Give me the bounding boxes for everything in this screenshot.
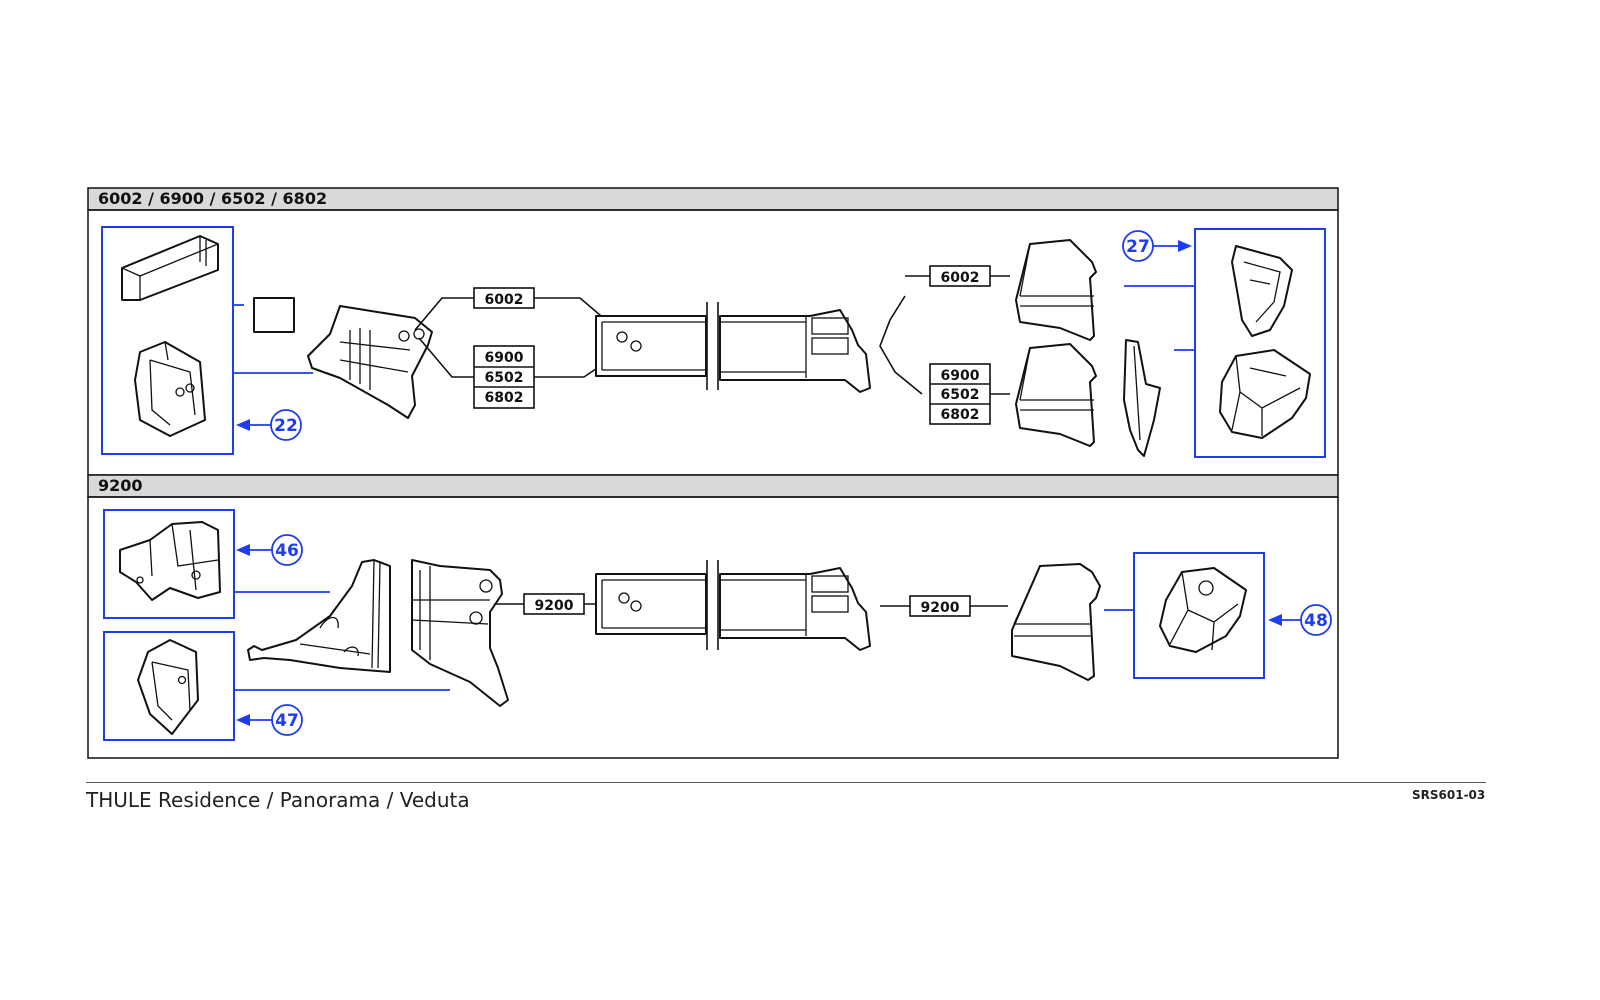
svg-text:47: 47 (275, 711, 299, 731)
accessory-box-47 (103, 631, 235, 741)
foot-bracket-9200-part (137, 639, 199, 735)
foot-cover-part (1219, 349, 1311, 439)
section-header-2: 9200 (98, 476, 143, 495)
accessory-box-48 (1133, 552, 1265, 679)
svg-text:46: 46 (275, 541, 299, 561)
callout-22: 22 (236, 409, 302, 441)
fixing-bracket-part (119, 521, 221, 601)
rail-body-bottom (595, 560, 871, 651)
svg-text:6502: 6502 (941, 387, 980, 403)
section-frame-2 (87, 496, 1339, 759)
end-cap-6900 (1015, 343, 1097, 447)
svg-text:27: 27 (1126, 237, 1150, 257)
svg-text:6900: 6900 (941, 368, 980, 384)
accessory-box-22 (101, 226, 234, 455)
footer-rule (86, 782, 1486, 783)
callout-46: 46 (236, 534, 303, 566)
svg-text:6802: 6802 (941, 407, 980, 423)
svg-text:48: 48 (1304, 611, 1328, 631)
label-text: 9200 (535, 598, 574, 614)
cover-strip-part (1123, 339, 1161, 457)
label-text: 9200 (921, 600, 960, 616)
label-text: 6002 (941, 270, 980, 286)
accessory-box-46 (103, 509, 235, 619)
svg-text:6502: 6502 (485, 370, 524, 386)
svg-text:6802: 6802 (485, 390, 524, 406)
svg-text:22: 22 (274, 416, 298, 436)
callout-47: 47 (236, 704, 303, 736)
callout-48: 48 (1268, 604, 1332, 636)
footer-title: THULE Residence / Panorama / Veduta (86, 788, 470, 812)
document-code: SRS601-03 (1412, 788, 1486, 802)
svg-text:6900: 6900 (485, 350, 524, 366)
callout-27: 27 (1122, 230, 1192, 262)
end-cap-6002 (1015, 239, 1097, 341)
connector-line (414, 297, 474, 331)
rail-body-top (595, 302, 871, 393)
section-header-1: 6002 / 6900 / 6502 / 6802 (98, 189, 327, 208)
end-plate-part (253, 297, 295, 333)
hook-bracket-part (247, 559, 391, 673)
rail-end-profile-9200 (411, 559, 509, 707)
label-text: 6002 (485, 292, 524, 308)
label-stack: 6900 6502 6802 (473, 345, 535, 409)
end-cap-9200 (1011, 563, 1101, 681)
end-cap-insert-part (1231, 245, 1293, 337)
rail-cap-part (121, 235, 219, 301)
rail-end-profile-left (307, 305, 433, 419)
connector-line (418, 337, 474, 378)
foot-bracket-part (134, 341, 206, 437)
section-header-bar-2 (87, 474, 1339, 498)
foot-cover-9200-part (1159, 567, 1247, 653)
accessory-box-27 (1194, 228, 1326, 458)
label-stack: 6900 6502 6802 (929, 363, 991, 425)
connector-line (879, 295, 923, 395)
